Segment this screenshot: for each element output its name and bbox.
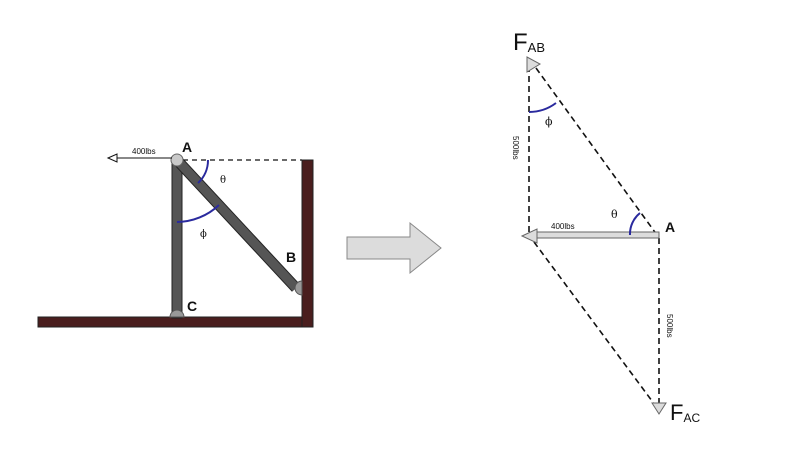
phi-arc-right	[528, 102, 557, 113]
f-ab-vector-line	[535, 67, 658, 236]
left-magnitude-label: 500lbs	[511, 136, 520, 160]
f-ac-vector-line	[533, 241, 656, 406]
f-ac-main: F	[670, 400, 683, 425]
theta-arc-left	[197, 159, 210, 184]
member-ac	[171, 159, 183, 319]
force-triangle: FAB FAC A 400lbs 500lbs 500lbs θ ϕ	[511, 29, 700, 425]
applied-force-label: 400lbs	[132, 147, 156, 156]
f-ab-label: FAB	[513, 29, 545, 56]
phi-label-left: ϕ	[200, 229, 207, 240]
f-ab-main: F	[513, 29, 528, 56]
point-a-right-label: A	[665, 219, 675, 235]
member-ab	[173, 156, 300, 292]
point-a-label: A	[182, 139, 192, 155]
right-arrow-icon	[346, 221, 442, 275]
joint-a	[170, 153, 184, 167]
phi-arc-left	[176, 204, 220, 223]
f-ac-arrowhead	[651, 402, 667, 415]
support-c	[169, 309, 185, 318]
theta-label-left: θ	[220, 175, 226, 186]
right-magnitude-label: 500lbs	[665, 314, 674, 338]
theta-arc-right	[628, 212, 641, 236]
point-b-label: B	[286, 249, 296, 265]
f-ab-subscript: AB	[528, 40, 545, 55]
f-ac-subscript: AC	[683, 411, 700, 425]
truss-figure: 400lbs A B C θ ϕ	[37, 139, 314, 328]
horizontal-force-arrowhead	[520, 228, 538, 244]
f-ab-arrowhead	[526, 56, 542, 73]
phi-label-right: ϕ	[545, 115, 553, 128]
support-b	[294, 280, 303, 296]
applied-force-arrowhead	[106, 153, 118, 163]
horizontal-force-bar	[534, 231, 660, 239]
point-c-label: C	[187, 298, 197, 314]
horizontal-force-label: 400lbs	[551, 222, 575, 231]
f-ac-label: FAC	[670, 400, 700, 425]
right-wall	[301, 159, 314, 328]
theta-label-right: θ	[611, 208, 618, 221]
